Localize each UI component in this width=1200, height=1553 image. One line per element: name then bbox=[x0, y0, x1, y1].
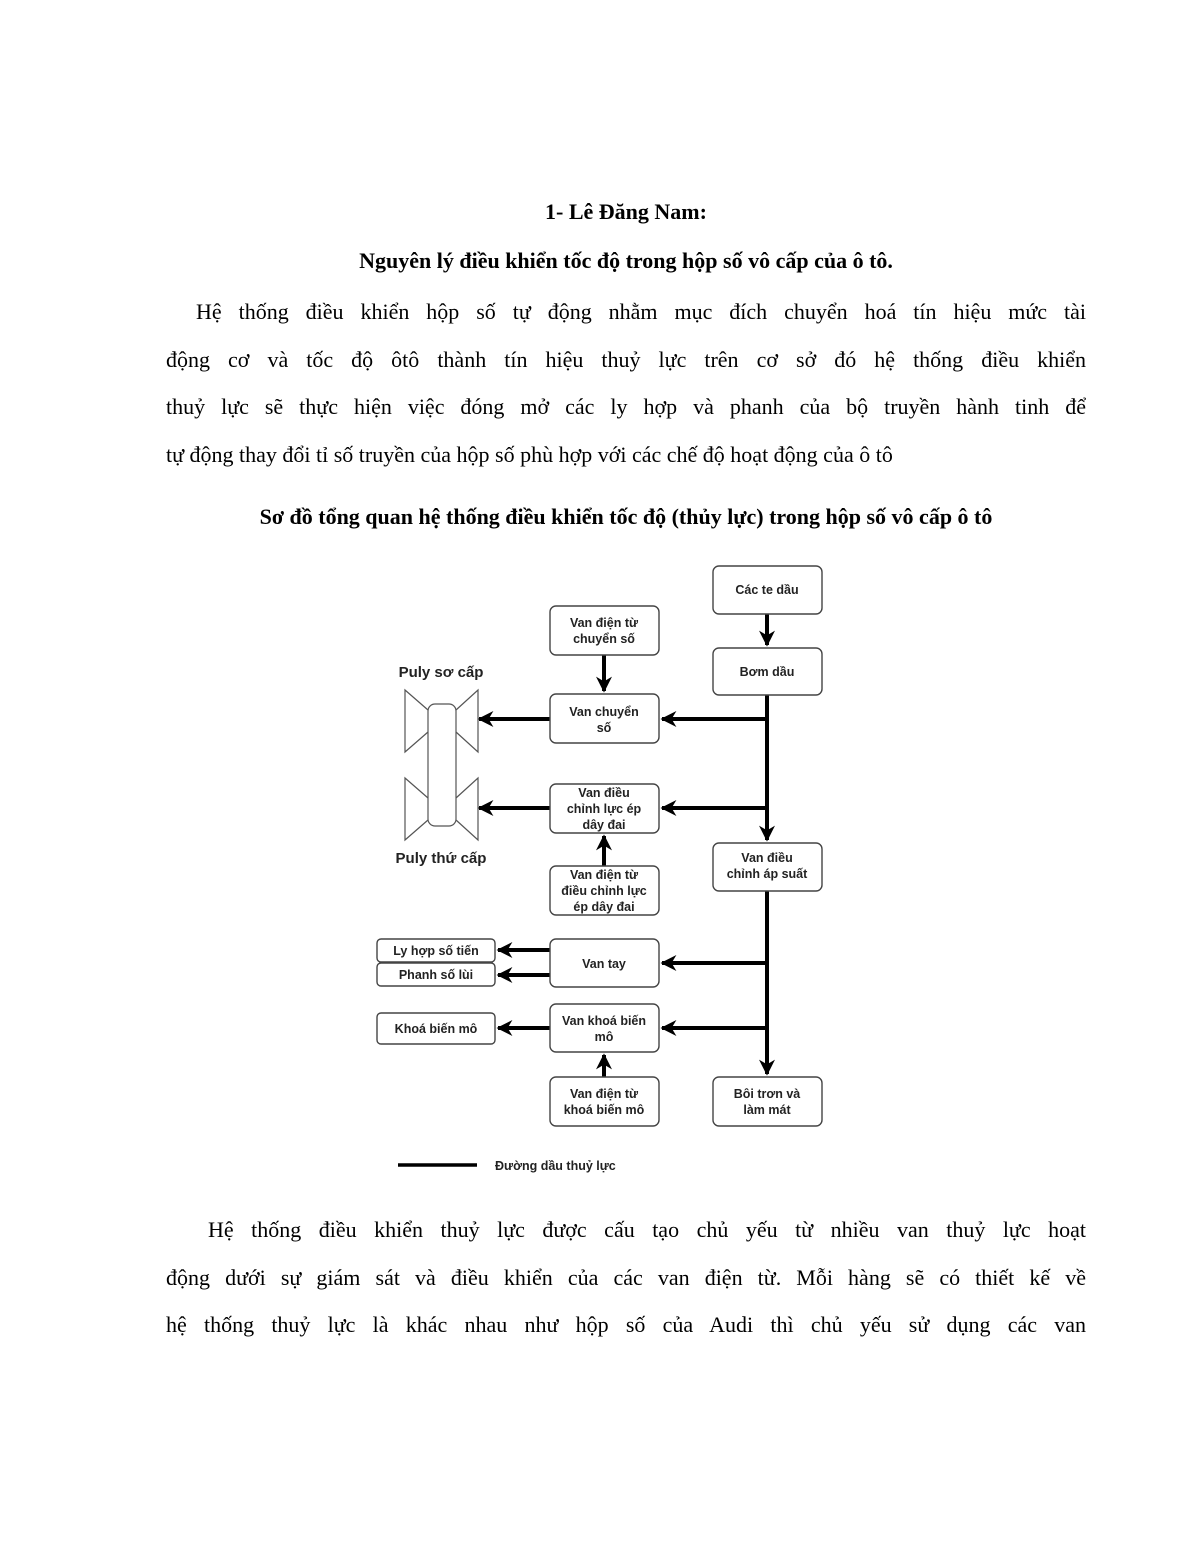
text-line: động dưới sự giám sát và điều khiển của … bbox=[166, 1264, 1086, 1290]
svg-text:Van điện từ: Van điện từ bbox=[570, 616, 639, 630]
paragraph-body: Hệ thống điều khiển thuỷ lực được cấu tạ… bbox=[166, 1206, 1086, 1349]
author-heading: 1- Lê Đăng Nam: bbox=[545, 199, 707, 224]
svg-text:Bôi trơn và: Bôi trơn và bbox=[734, 1087, 801, 1101]
box-lockup-solenoid: Van điện từ khoá biến mô bbox=[549, 1076, 660, 1127]
text-line: hệ thống thuỷ lực là khác nhau như hộp s… bbox=[166, 1312, 1086, 1337]
svg-text:dây đai: dây đai bbox=[582, 818, 625, 832]
svg-text:Van khoá biến: Van khoá biến bbox=[562, 1014, 646, 1028]
box-lockup-valve: Van khoá biến mô bbox=[549, 1003, 660, 1053]
text-line: Hệ thống điều khiển thuỷ lực được cấu tạ… bbox=[208, 1217, 1086, 1242]
box-manual-valve: Van tay bbox=[549, 938, 660, 988]
box-shift-valve: Van chuyển số bbox=[549, 693, 660, 744]
text-line: thuỷ lực sẽ thực hiện việc đóng mở các l… bbox=[166, 394, 1086, 419]
svg-text:Van điện từ: Van điện từ bbox=[570, 1087, 639, 1101]
primary-pulley-label: Puly sơ cấp bbox=[399, 664, 484, 681]
legend: Đường dầu thuỷ lực bbox=[398, 1159, 616, 1173]
paragraph-intro: Hệ thống điều khiển hộp số tự động nhằm … bbox=[166, 288, 1086, 478]
box-torque-converter-lockup: Khoá biến mô bbox=[376, 1012, 496, 1045]
svg-text:Bơm dầu: Bơm dầu bbox=[740, 665, 795, 679]
text-line: động cơ và tốc độ ôtô thành tín hiệu thu… bbox=[166, 346, 1086, 372]
svg-text:số: số bbox=[597, 721, 612, 735]
svg-text:điều chỉnh lực: điều chỉnh lực bbox=[561, 884, 646, 898]
svg-text:Van điện từ: Van điện từ bbox=[570, 868, 639, 882]
box-lubrication: Bôi trơn và làm mát bbox=[712, 1076, 823, 1127]
svg-text:chỉnh lực ép: chỉnh lực ép bbox=[567, 802, 642, 816]
svg-text:chuyển số: chuyển số bbox=[573, 632, 635, 646]
text-line: tự động thay đổi tỉ số truyền của hộp số… bbox=[166, 441, 893, 467]
svg-text:Van tay: Van tay bbox=[582, 957, 626, 971]
svg-text:Đường dầu thuỷ lực: Đường dầu thuỷ lực bbox=[495, 1159, 616, 1173]
section-title: Nguyên lý điều khiển tốc độ trong hộp số… bbox=[359, 248, 893, 273]
svg-text:Van chuyển: Van chuyển bbox=[569, 705, 638, 719]
svg-text:ép dây đai: ép dây đai bbox=[573, 900, 634, 914]
svg-text:Ly hợp số tiến: Ly hợp số tiến bbox=[393, 944, 479, 958]
text-line: Hệ thống điều khiển hộp số tự động nhằm … bbox=[196, 299, 1086, 324]
box-oil-pump: Bơm dầu bbox=[712, 647, 823, 696]
svg-text:khoá biến mô: khoá biến mô bbox=[564, 1103, 645, 1117]
oil-lines bbox=[477, 614, 775, 1077]
box-pressure-regulator: Van điều chỉnh áp suất bbox=[712, 842, 823, 892]
box-forward-clutch: Ly hợp số tiến bbox=[376, 938, 496, 963]
box-shift-solenoid: Van điện từ chuyển số bbox=[549, 605, 660, 656]
secondary-pulley-label: Puly thứ cấp bbox=[396, 850, 487, 867]
svg-text:làm mát: làm mát bbox=[743, 1103, 791, 1117]
box-belt-pressure-valve: Van điều chỉnh lực ép dây đai bbox=[549, 783, 660, 834]
box-belt-pressure-solenoid: Van điện từ điều chỉnh lực ép dây đai bbox=[549, 865, 660, 916]
svg-text:Khoá biến mô: Khoá biến mô bbox=[395, 1022, 478, 1036]
svg-text:Phanh số lùi: Phanh số lùi bbox=[399, 968, 473, 982]
pulley-icon bbox=[404, 688, 479, 842]
box-reverse-brake: Phanh số lùi bbox=[376, 962, 496, 987]
svg-text:Các te dầu: Các te dầu bbox=[735, 583, 798, 597]
box-oil-sump: Các te dầu bbox=[712, 565, 823, 615]
svg-text:Van điều: Van điều bbox=[741, 851, 792, 865]
svg-text:Van điều: Van điều bbox=[578, 786, 629, 800]
diagram-title: Sơ đồ tổng quan hệ thống điều khiển tốc … bbox=[259, 504, 993, 529]
svg-text:mô: mô bbox=[595, 1030, 614, 1044]
svg-text:chỉnh áp suất: chỉnh áp suất bbox=[727, 867, 808, 881]
